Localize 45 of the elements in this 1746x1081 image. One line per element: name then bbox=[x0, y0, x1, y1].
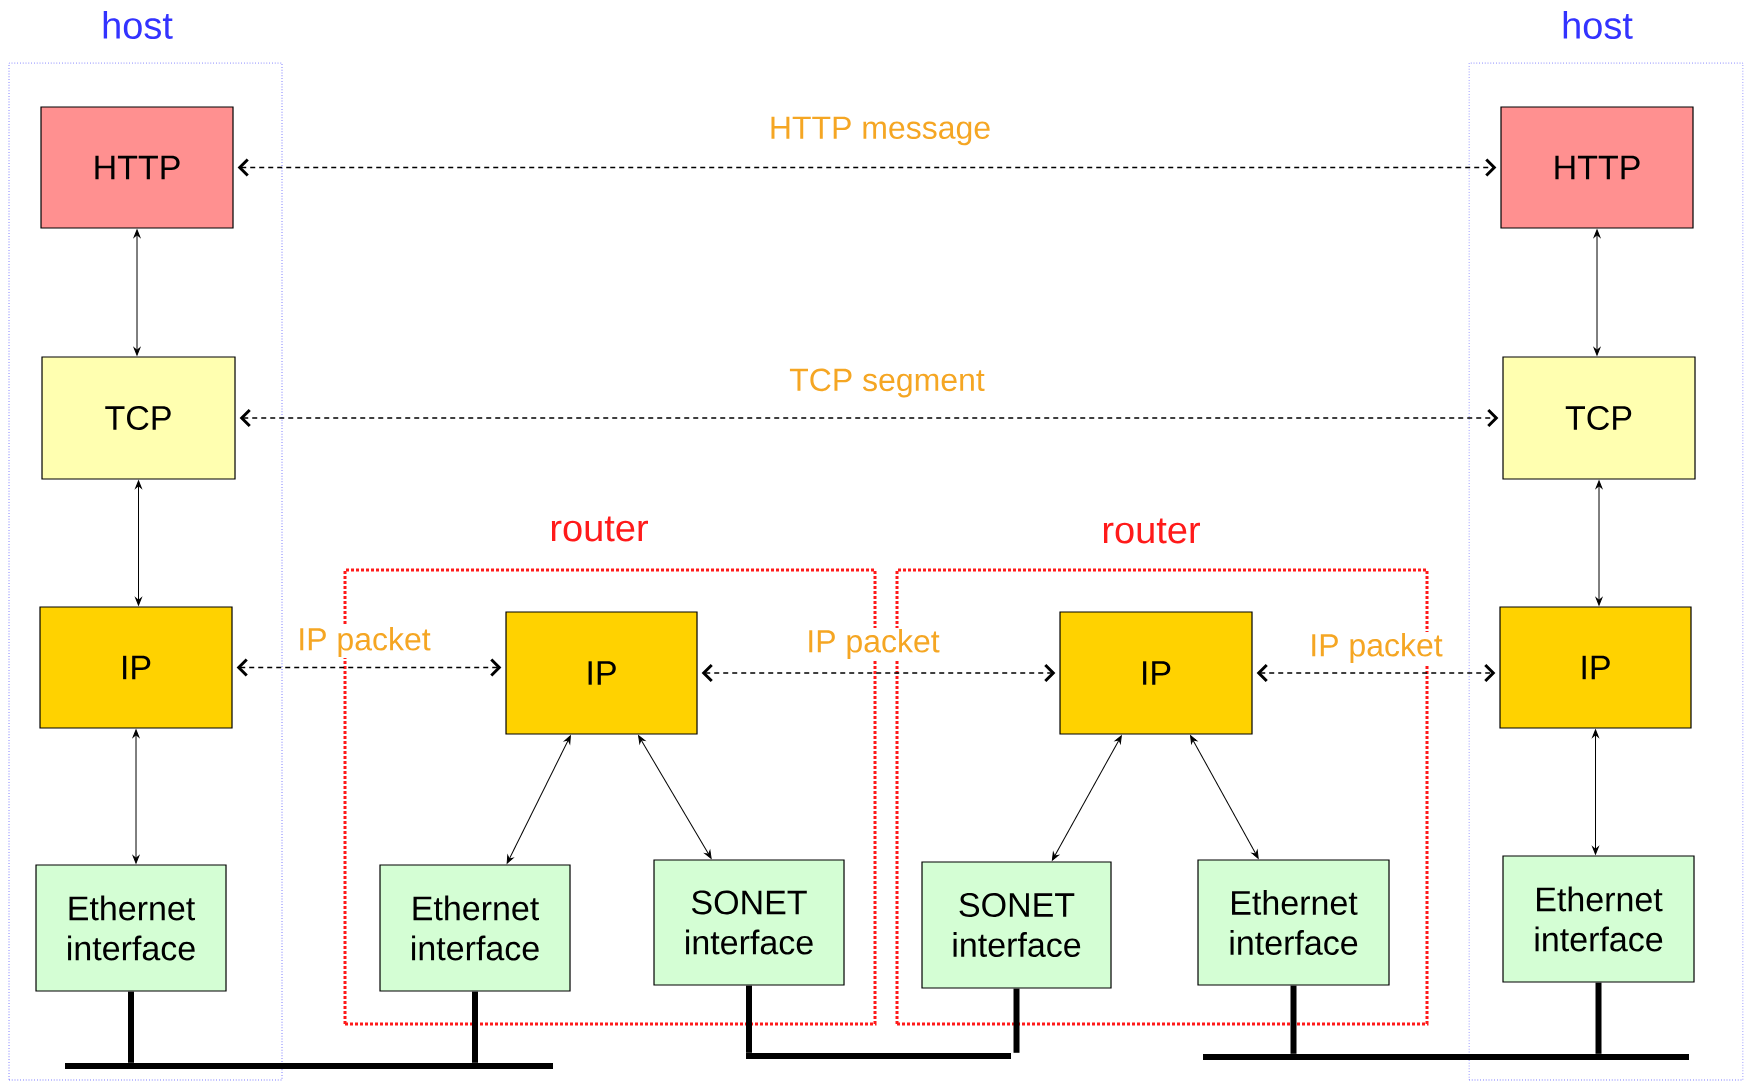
arrow bbox=[1593, 229, 1601, 356]
protocol-box: TCP bbox=[1502, 356, 1696, 480]
dashed-arrow bbox=[237, 158, 1497, 177]
node-label: router bbox=[1103, 518, 1201, 544]
network-line bbox=[1290, 985, 1297, 1054]
arrow bbox=[1190, 735, 1259, 859]
node-label: host bbox=[103, 11, 173, 39]
protocol-box: HTTP bbox=[40, 106, 234, 229]
protocol-box: HTTP bbox=[1500, 106, 1694, 229]
node-label: host bbox=[1563, 11, 1633, 39]
interface-box: Ethernet interface bbox=[1197, 859, 1390, 986]
arrow bbox=[638, 735, 712, 859]
arrow bbox=[132, 729, 140, 864]
arrow bbox=[135, 480, 142, 606]
network-line bbox=[472, 991, 478, 1063]
arrow bbox=[133, 229, 141, 356]
interface-box: Ethernet interface bbox=[35, 864, 227, 992]
dashed-arrow bbox=[236, 658, 502, 677]
protocol-box: IP bbox=[1059, 611, 1253, 735]
edge-label: HTTP message bbox=[767, 115, 993, 147]
network-link bbox=[65, 1063, 553, 1069]
dashed-arrow bbox=[701, 663, 1056, 683]
network-line bbox=[746, 985, 752, 1053]
dashed-arrow bbox=[239, 408, 1499, 428]
interface-box: SONET interface bbox=[921, 861, 1112, 989]
arrow bbox=[1051, 735, 1122, 861]
interface-box: SONET interface bbox=[653, 859, 845, 986]
protocol-box: IP bbox=[505, 611, 698, 735]
protocol-box: TCP bbox=[41, 356, 236, 480]
protocol-box: IP bbox=[1499, 606, 1692, 729]
network-link bbox=[1203, 1054, 1689, 1060]
interface-box: Ethernet interface bbox=[379, 864, 571, 992]
dashed-arrow bbox=[1256, 663, 1496, 683]
protocol-box: IP bbox=[39, 606, 233, 729]
edge-label: IP packet bbox=[296, 626, 432, 658]
edge-label: TCP segment bbox=[788, 367, 986, 399]
edge-label: IP packet bbox=[1308, 632, 1444, 664]
arrow bbox=[506, 735, 571, 864]
edge-label: IP packet bbox=[805, 628, 941, 660]
network-link bbox=[746, 1053, 1011, 1059]
interface-box: Ethernet interface bbox=[1502, 855, 1695, 983]
network-line bbox=[1013, 988, 1020, 1053]
arrow bbox=[1592, 729, 1599, 855]
node-label: router bbox=[551, 516, 649, 542]
arrow bbox=[1595, 480, 1603, 606]
